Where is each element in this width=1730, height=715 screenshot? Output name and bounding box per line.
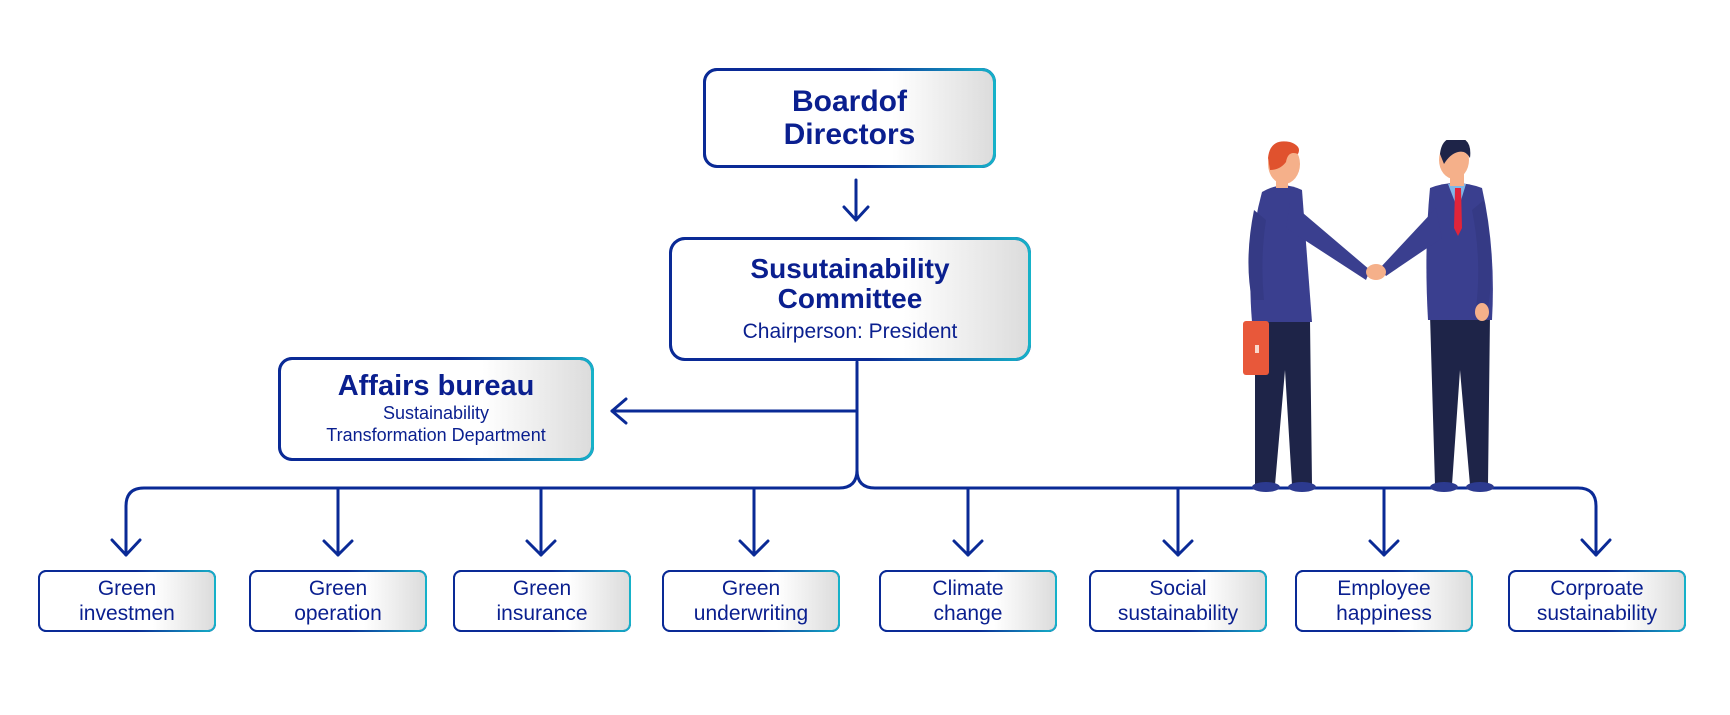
leaf-green-operation: Green operation (249, 570, 427, 632)
leaf-green-underwriting: Green underwriting (662, 570, 840, 632)
leaf-label-line2: happiness (1336, 602, 1432, 625)
affairs-arrowhead (610, 397, 628, 425)
leaf-label-line2: sustainability (1536, 602, 1658, 625)
board-title-line2: Directors (783, 118, 916, 151)
leaf-label-line1: Green (512, 576, 572, 600)
bus-line-left (124, 468, 859, 557)
leaf-label-line1: Employee (1337, 576, 1431, 600)
bus-line-right (855, 468, 1598, 557)
sustainability-committee-box: Susutainability Committee Chairperson: P… (669, 237, 1031, 361)
leaf-label-line2: operation (294, 602, 382, 625)
left-businessman (1243, 141, 1370, 492)
leaf-green-insurance: Green insurance (453, 570, 631, 632)
board-to-committee-arrowhead (842, 205, 870, 222)
handshake-hands (1366, 264, 1386, 280)
leaf-employee-happiness: Employee happiness (1295, 570, 1473, 632)
leaf-social-sustainability: Social sustainability (1089, 570, 1267, 632)
committee-title-line2: Committee (777, 283, 923, 315)
committee-chairperson: Chairperson: President (742, 320, 958, 344)
leaf-label-line2: underwriting (693, 602, 809, 625)
leaf-label-line1: Green (97, 576, 157, 600)
leaf-label-line1: Green (721, 576, 781, 600)
affairs-sub-line1: Sustainability (382, 403, 490, 424)
leaf-label-line2: change (933, 602, 1003, 625)
leaf-label-line1: Corproate (1550, 576, 1644, 600)
leaf-climate-change: Climate change (879, 570, 1057, 632)
leaf-label-line2: insurance (496, 602, 588, 625)
leaf-label-line2: investmen (79, 602, 175, 625)
leaf-8-arrowhead (1580, 538, 1612, 557)
businessmen-handshake-illustration (1243, 140, 1494, 492)
leaf-label-line1: Climate (932, 576, 1004, 600)
right-businessman (1380, 140, 1494, 492)
leaf-drops (322, 486, 1400, 557)
committee-title-line1: Susutainability (750, 252, 950, 284)
leaf-label-line1: Social (1149, 576, 1207, 600)
leaf-label-line2: sustainability (1117, 602, 1239, 625)
affairs-bureau-box: Affairs bureau Sustainability Transforma… (278, 357, 594, 461)
board-of-directors-box: Boardof Directors (703, 68, 996, 168)
leaf-label-line1: Green (308, 576, 368, 600)
affairs-title: Affairs bureau (337, 370, 535, 403)
leaf-corporate-sustainability: Corproate sustainability (1508, 570, 1686, 632)
affairs-sub-line2: Transformation Department (326, 424, 546, 445)
leaf-green-investment: Green investmen (38, 570, 216, 632)
board-title-line1: Boardof (792, 85, 907, 118)
leaf-1-arrowhead (110, 538, 142, 557)
